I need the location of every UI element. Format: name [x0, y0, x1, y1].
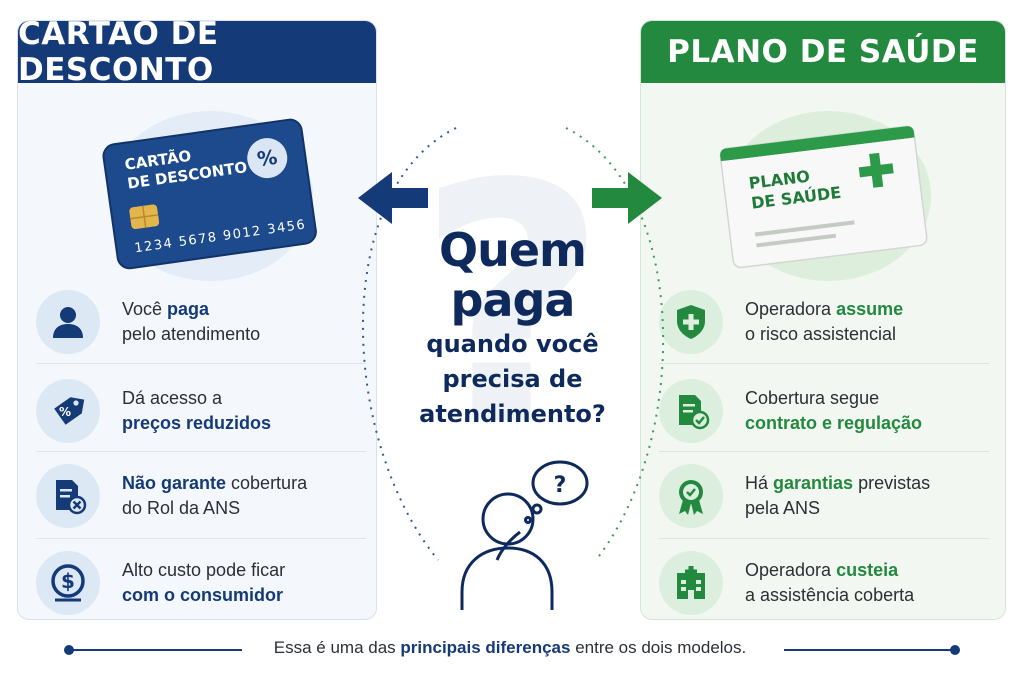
footer-line-left [70, 649, 242, 651]
question-line-3: quando você [426, 330, 599, 358]
divider [36, 363, 366, 364]
left-item-no-coverage: Não garante cobertura do Rol da ANS [36, 453, 356, 539]
bubble-question-mark: ? [554, 473, 567, 498]
right-item-guarantees: Há garantias previstas pela ANS [659, 453, 979, 539]
hospital-icon [677, 566, 705, 599]
footer-dot-right [950, 645, 960, 655]
question-line-5: atendimento? [419, 400, 606, 428]
footer-caption: Essa é uma das principais diferenças ent… [273, 638, 747, 657]
health-plan-panel: PLANO DE SAÚDE PLANO DE SAÚDE [640, 20, 1006, 620]
central-question: Quem paga quando você precisa de atendim… [380, 225, 645, 430]
health-plan-title: PLANO DE SAÚDE [641, 21, 1005, 83]
thinking-person-icon [460, 460, 589, 610]
question-line-2: paga [450, 273, 576, 327]
svg-text:$: $ [61, 569, 75, 593]
dollar-coin-icon: $ [51, 564, 85, 602]
left-item-pays: Você paga pelo atendimento [36, 279, 356, 365]
right-item-contract: Cobertura segue contrato e regulação [659, 368, 979, 454]
health-plan-illustration: PLANO DE SAÚDE [706, 96, 956, 296]
divider [36, 451, 366, 452]
left-item-reduced-prices: % Dá acesso a preços reduzidos [36, 368, 356, 454]
divider [36, 538, 366, 539]
svg-text:%: % [59, 405, 71, 419]
discount-card-panel: CARTÃO DE DESCONTO CARTÃO DE DESCONTO % … [17, 20, 377, 620]
left-item-high-cost: $ Alto custo pode ficar com o consumidor [36, 540, 356, 619]
divider [659, 363, 989, 364]
person-icon [53, 307, 83, 338]
divider [659, 451, 989, 452]
footer-line-right [784, 649, 954, 651]
footer: Essa é uma das principais diferenças ent… [0, 636, 1024, 662]
shield-plus-icon [677, 305, 705, 339]
document-x-icon [56, 480, 87, 515]
question-line-4: precisa de [442, 365, 583, 393]
price-tag-icon: % [54, 397, 85, 425]
document-check-icon [679, 395, 710, 430]
divider [659, 538, 989, 539]
right-item-assumes-risk: Operadora assume o risco assistencial [659, 279, 979, 365]
percent-badge: % [256, 145, 279, 172]
footer-dot-left [64, 645, 74, 655]
right-item-funds: Operadora custeia a assistência coberta [659, 540, 979, 619]
discount-card-title: CARTÃO DE DESCONTO [18, 21, 376, 88]
discount-card-illustration: CARTÃO DE DESCONTO % 1234 5678 9012 3456 [88, 96, 338, 296]
health-card-icon: PLANO DE SAÚDE [719, 125, 928, 269]
award-ribbon-icon [679, 480, 703, 515]
question-line-1: Quem [439, 223, 587, 277]
credit-card-icon: CARTÃO DE DESCONTO % 1234 5678 9012 3456 [102, 118, 317, 270]
